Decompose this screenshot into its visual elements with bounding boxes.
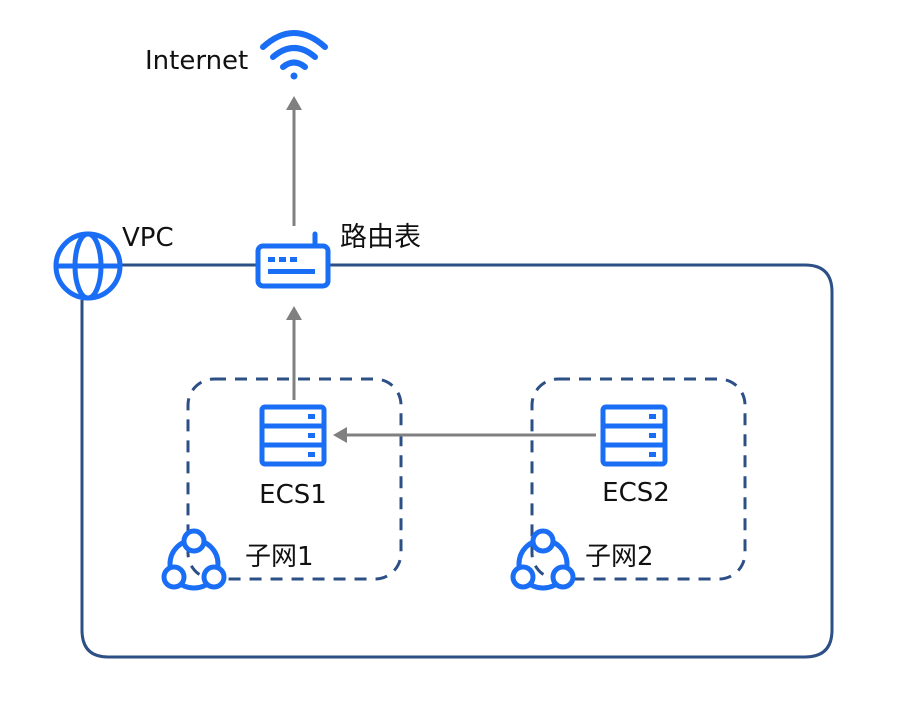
ecs1-server-icon <box>259 404 327 467</box>
route-table-label: 路由表 <box>340 222 421 253</box>
vpc-container <box>80 263 834 659</box>
subnet2-container <box>530 377 747 581</box>
subnet2-network-icon <box>510 528 576 591</box>
arrow-router-to-internet <box>286 96 302 226</box>
subnet1-label: 子网1 <box>245 542 314 572</box>
subnet1-container <box>186 377 403 581</box>
arrow-ecs2-to-ecs1 <box>333 427 596 443</box>
globe-icon <box>53 231 123 301</box>
wifi-icon <box>260 30 328 80</box>
ecs2-server-icon <box>600 404 668 467</box>
subnet2-label: 子网2 <box>585 542 654 572</box>
router-icon <box>255 231 331 289</box>
ecs1-label: ECS1 <box>259 480 327 510</box>
arrow-ecs1-to-router <box>286 306 302 400</box>
vpc-label: VPC <box>122 223 174 253</box>
ecs2-label: ECS2 <box>602 478 670 508</box>
subnet1-network-icon <box>161 528 227 591</box>
internet-label: Internet <box>145 46 248 76</box>
